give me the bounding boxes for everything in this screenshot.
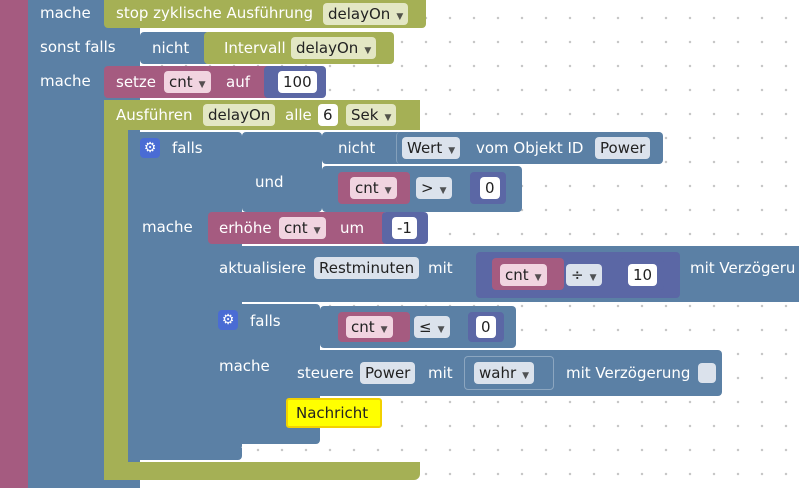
sonst-falls-label: sonst falls: [40, 38, 116, 56]
mit-verzoegerung-label-2: mit Verzögerung: [566, 364, 691, 382]
value-minus1-field[interactable]: -1: [392, 217, 417, 239]
object-id-field[interactable]: Power: [595, 137, 651, 159]
auf-label: auf: [226, 73, 250, 91]
aktualisiere-label: aktualisiere: [219, 259, 307, 277]
state-id-field[interactable]: Restminuten: [314, 257, 420, 279]
execute-interval-left-arm: [104, 100, 128, 480]
value-100-field[interactable]: 100: [278, 71, 317, 93]
setze-label: setze: [116, 73, 157, 91]
falls-label-2: falls: [250, 312, 281, 330]
divide-operator-dropdown[interactable]: ÷▼: [566, 264, 602, 286]
mit-label-1: mit: [428, 259, 453, 277]
interval-variable-dropdown[interactable]: delayOn▼: [291, 37, 377, 59]
mache-label-1: mache: [40, 4, 91, 22]
gear-icon[interactable]: ⚙: [140, 138, 160, 158]
intervall-label: Intervall: [224, 39, 286, 57]
interval-value-field[interactable]: 6: [318, 104, 338, 126]
nachricht-label: Nachricht: [296, 404, 369, 422]
set-variable-dropdown[interactable]: cnt▼: [164, 71, 211, 93]
vom-objekt-label: vom Objekt ID: [476, 139, 584, 157]
not-block[interactable]: [140, 32, 210, 64]
increment-variable-dropdown[interactable]: cnt▼: [279, 217, 326, 239]
mache-label-3: mache: [142, 218, 193, 236]
value-0-field-2[interactable]: 0: [476, 316, 496, 338]
mit-label-2: mit: [428, 364, 453, 382]
cnt-dropdown-2[interactable]: cnt▼: [500, 264, 547, 286]
le-operator-dropdown[interactable]: ≤▼: [414, 316, 450, 338]
falls-label-1: falls: [172, 139, 203, 157]
execute-variable-field[interactable]: delayOn: [203, 104, 276, 126]
mit-verzoegerung-label-1: mit Verzögeru: [690, 259, 796, 277]
execute-interval-bottom: [104, 462, 420, 480]
und-label: und: [255, 173, 284, 191]
cnt-dropdown-3[interactable]: cnt▼: [346, 316, 393, 338]
message-block[interactable]: [286, 398, 382, 428]
stop-variable-dropdown[interactable]: delayOn▼: [323, 3, 409, 25]
gt-operator-dropdown[interactable]: >▼: [416, 177, 452, 199]
mache-label-4: mache: [219, 357, 270, 375]
nicht-label-1: nicht: [152, 39, 190, 57]
value-0-field-1[interactable]: 0: [480, 177, 500, 199]
unit-dropdown[interactable]: Sek▼: [346, 104, 397, 126]
steuere-label: steuere: [297, 364, 354, 382]
and-block[interactable]: [242, 132, 322, 212]
control-id-field[interactable]: Power: [360, 362, 416, 384]
um-label: um: [340, 219, 365, 237]
mache-label-2: mache: [40, 72, 91, 90]
value-type-dropdown[interactable]: Wert▼: [402, 137, 461, 159]
boolean-dropdown[interactable]: wahr▼: [474, 362, 535, 384]
if-block-bottom: [130, 448, 242, 460]
erhoehe-label: erhöhe: [219, 219, 272, 237]
cnt-dropdown-1[interactable]: cnt▼: [350, 177, 397, 199]
alle-label: alle: [285, 106, 312, 124]
outer-event-block[interactable]: [0, 0, 28, 488]
value-10-field[interactable]: 10: [628, 264, 658, 286]
stop-label: stop zyklische Ausführung: [116, 4, 314, 22]
gear-icon-2[interactable]: ⚙: [218, 310, 238, 330]
ausfuehren-label: Ausführen: [116, 106, 193, 124]
delay-checkbox[interactable]: [698, 363, 716, 383]
nicht-label-2: nicht: [338, 139, 376, 157]
